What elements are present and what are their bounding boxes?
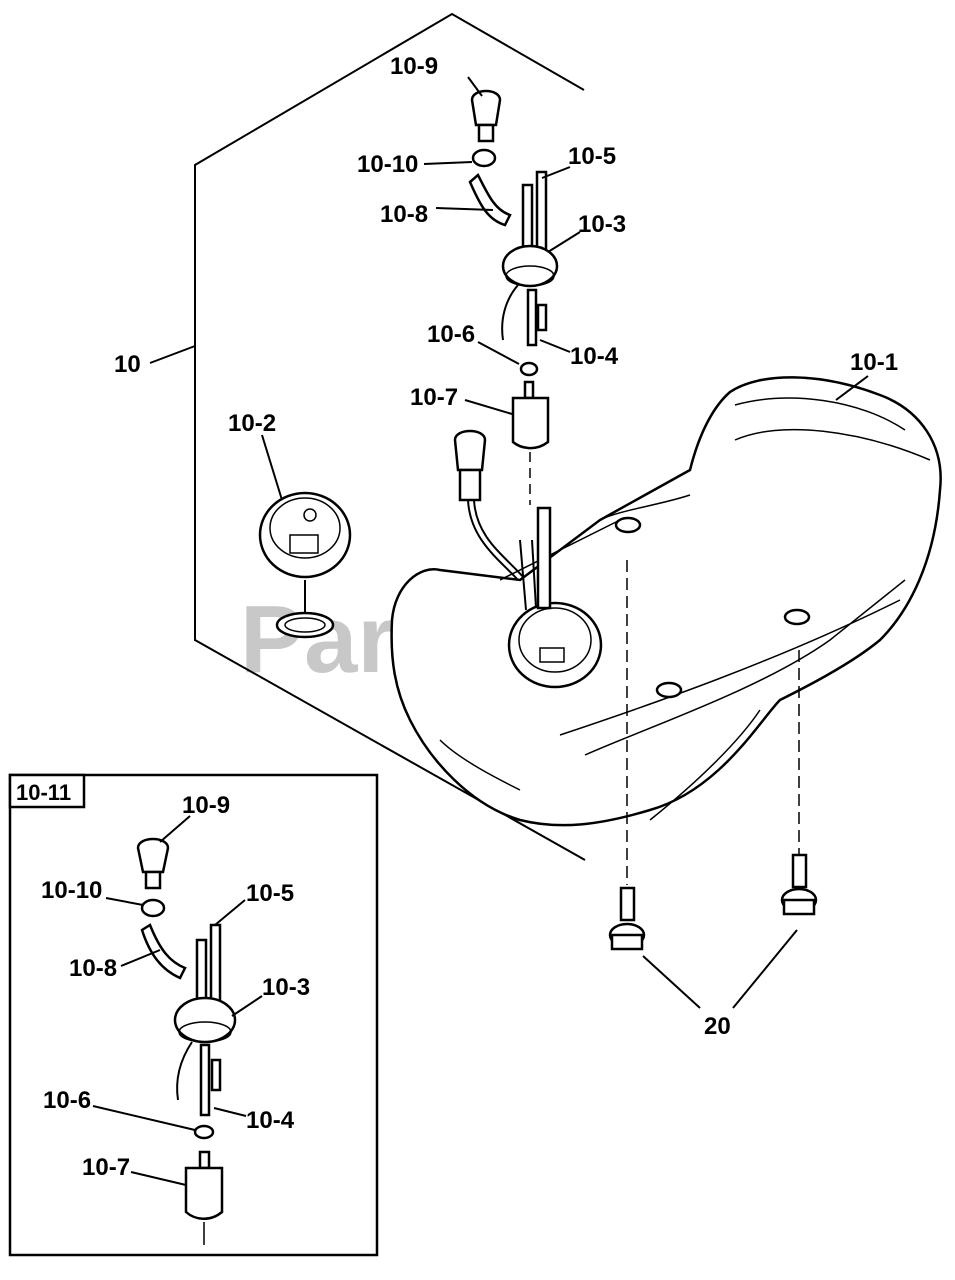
label-10-3: 10-3 [578, 211, 626, 238]
inset-box [8, 773, 379, 1257]
part-10-2-fuel-cap [258, 491, 352, 639]
inset-part-10-6 [193, 1124, 215, 1140]
label-10-6: 10-6 [427, 321, 475, 348]
part-10-9-main [470, 89, 502, 143]
label-10-7: 10-7 [410, 384, 458, 411]
part-10-10-main [471, 148, 497, 168]
label-10-5: 10-5 [568, 143, 616, 170]
label-10-10: 10-10 [357, 151, 418, 178]
inset-label-10-6: 10-6 [43, 1087, 91, 1114]
leader-lines-inset [92, 815, 263, 1186]
inset-label-10-7: 10-7 [82, 1154, 130, 1181]
part-10-4-main [501, 284, 548, 347]
label-10-2: 10-2 [228, 410, 276, 437]
inset-label-10-9: 10-9 [182, 792, 230, 819]
assembly-outline [194, 12, 586, 861]
inset-part-10-8 [140, 923, 187, 980]
fuel-tank [390, 376, 942, 827]
part-10-3-main [501, 244, 559, 288]
inset-part-10-9 [136, 837, 170, 890]
part-20-bolts [608, 560, 818, 951]
inset-label-10-3: 10-3 [262, 974, 310, 1001]
label-20: 20 [704, 1013, 731, 1040]
inset-part-10-3 [173, 996, 237, 1044]
primer-hose-assembly [453, 429, 525, 581]
label-10: 10 [114, 351, 141, 378]
label-10-1: 10-1 [850, 349, 898, 376]
leader-lines-main [149, 76, 869, 1009]
inset-label-10-10: 10-10 [41, 877, 102, 904]
part-10-6-main [519, 361, 539, 377]
inset-part-10-10 [140, 898, 166, 918]
inset-part-10-7 [184, 1150, 224, 1245]
inset-part-10-4 [176, 1041, 222, 1117]
inset-label-10-4: 10-4 [246, 1107, 295, 1134]
label-10-8: 10-8 [380, 201, 428, 228]
label-10-4: 10-4 [570, 343, 619, 370]
inset-label-10-5: 10-5 [246, 880, 294, 907]
inset-title: 10-11 [16, 780, 71, 805]
part-10-7-main [511, 380, 550, 450]
part-10-8-main [468, 172, 512, 227]
inset-label-10-8: 10-8 [69, 955, 117, 982]
label-10-9: 10-9 [390, 53, 438, 80]
